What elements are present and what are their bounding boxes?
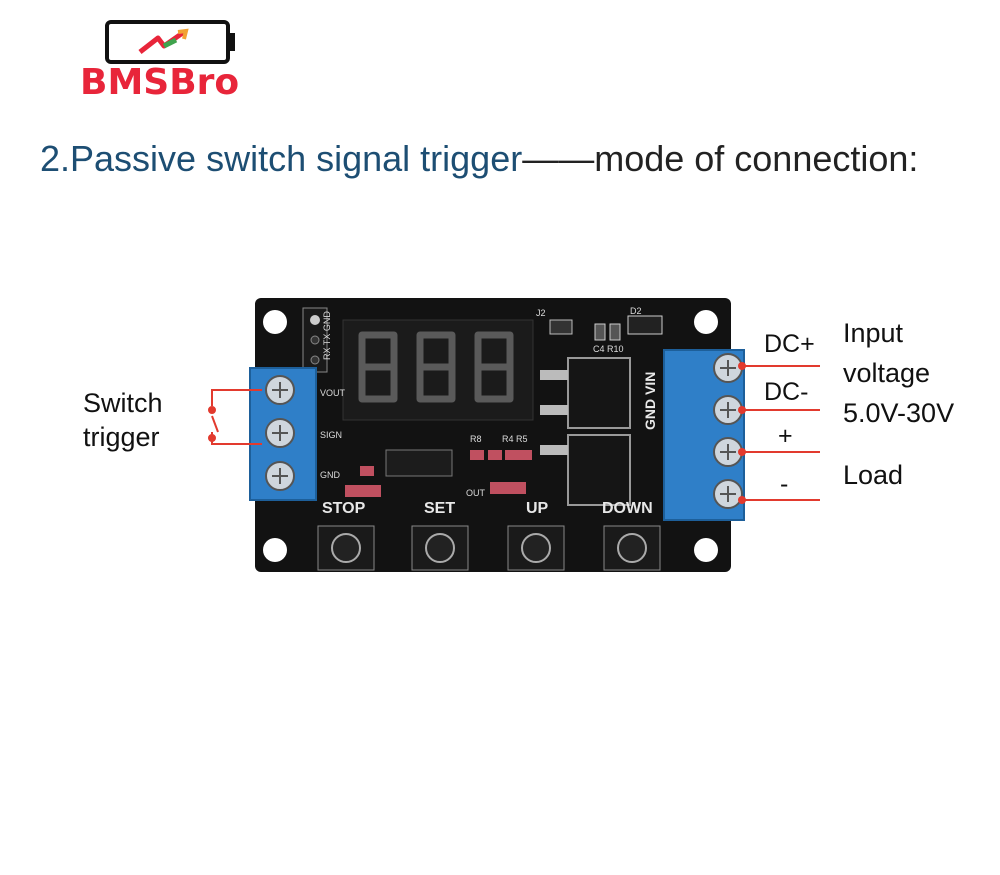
tact-buttons: [317, 525, 661, 571]
brand-logo: [80, 18, 260, 108]
brand-name: BMSBro: [80, 62, 240, 103]
input-voltage-range: 5.0V-30V: [843, 398, 955, 428]
title-part-2: mode of connection:: [594, 138, 919, 179]
mount-hole: [263, 538, 287, 562]
switch-trigger-label-1: Switch: [83, 388, 163, 418]
r8-label: R8: [470, 434, 482, 444]
set-button-label: SET: [424, 500, 456, 517]
title-dash: ——: [522, 138, 595, 179]
switch-trigger-label-2: trigger: [83, 422, 160, 452]
up-button-label: UP: [526, 500, 549, 517]
j2-label: J2: [536, 308, 546, 318]
mosfet: [567, 357, 631, 429]
sign-label: SIGN: [320, 430, 343, 440]
title-part-1: 2.Passive switch signal trigger: [40, 138, 523, 179]
dc-minus-label: DC-: [764, 378, 809, 406]
battery-logo-icon: [105, 20, 235, 64]
mosfet: [567, 434, 631, 506]
gnd-vin-label: GND VIN: [642, 371, 658, 430]
out-label: OUT: [466, 488, 485, 498]
gnd-label: GND: [320, 470, 340, 480]
input-voltage-label-1: Input: [843, 318, 904, 348]
d2-label: D2: [630, 306, 642, 316]
down-button-label: DOWN: [602, 500, 653, 517]
c4r10-label: C4 R10: [593, 344, 624, 354]
header-pin-label: RX TX GND: [322, 311, 332, 360]
vout-label: VOUT: [320, 388, 346, 398]
load-minus-label: -: [780, 470, 789, 498]
stop-button-label: STOP: [322, 500, 366, 517]
r4r5-label: R4 R5: [502, 434, 528, 444]
load-plus-label: +: [778, 422, 793, 450]
load-label: Load: [843, 460, 904, 490]
page-title: 2.Passive switch signal trigger——mode of…: [40, 138, 918, 180]
mount-hole: [263, 310, 287, 334]
relay-board-diagram: [208, 298, 820, 572]
mount-hole: [694, 310, 718, 334]
dc-plus-label: DC+: [764, 330, 815, 358]
input-voltage-label-2: voltage: [843, 358, 931, 388]
mount-hole: [694, 538, 718, 562]
